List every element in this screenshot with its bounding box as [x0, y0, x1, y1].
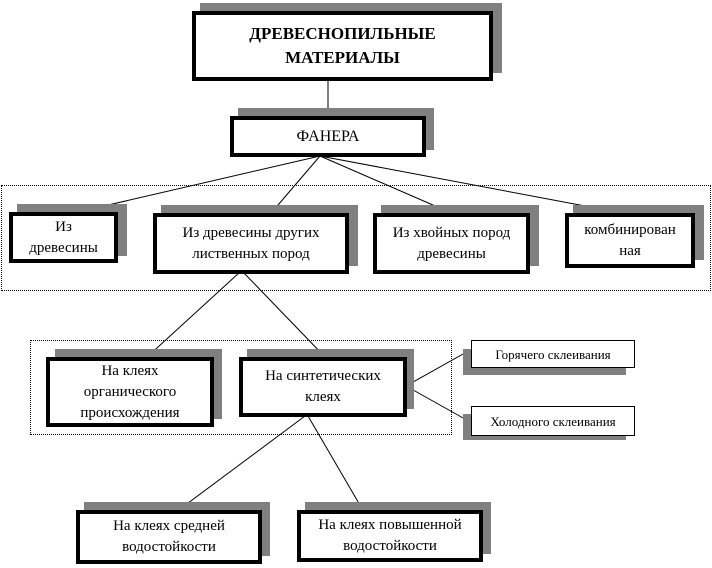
- wood-type-node-4: комбинирован ная: [565, 213, 695, 268]
- wood-type-label-3: Из хвойных пород древесины: [392, 224, 511, 262]
- hot-bonding-label: Горячего склеивания: [495, 346, 611, 362]
- medium-water-resistance-node: На клеях средней водостойкости: [76, 510, 262, 564]
- high-water-resistance-label: На клеях повышенной водостойкости: [318, 517, 462, 554]
- connector-fanera-wood2: [271, 155, 321, 213]
- wood-type-node-1: Из древесины: [9, 212, 118, 263]
- connector-glue2-medium: [175, 415, 306, 513]
- connector-wood2-glue1: [145, 271, 241, 359]
- cold-bonding-node: Холодного склеивания: [471, 406, 635, 436]
- connector-wood2-glue2: [242, 271, 327, 359]
- glue-type-group: [30, 340, 452, 435]
- connector-fanera-wood4: [319, 155, 618, 213]
- cold-bonding-label: Холодного склеивания: [490, 413, 616, 429]
- fanera-node: ФАНЕРА: [230, 116, 426, 157]
- glue-type-label-1: На клеях органического происхождения: [80, 362, 180, 421]
- high-water-resistance-node: На клеях повышенной водостойкости: [297, 510, 483, 562]
- hot-bonding-node: Горячего склеивания: [471, 340, 635, 368]
- root-label: ДРЕВЕСНОПИЛЬНЫЕ МАТЕРИАЛЫ: [249, 24, 436, 67]
- fanera-label: ФАНЕРА: [296, 128, 360, 145]
- connector-glue2-hot: [405, 348, 473, 387]
- glue-type-label-2: На синтетических клеях: [265, 368, 381, 405]
- wood-type-label-2: Из древесины других лиственных пород: [182, 224, 320, 262]
- medium-water-resistance-label: На клеях средней водостойкости: [113, 518, 225, 555]
- connector-fanera-wood1: [77, 155, 321, 213]
- wood-type-label-4: комбинирован ная: [584, 221, 676, 259]
- glue-type-node-2: На синтетических клеях: [239, 357, 407, 417]
- root-node: ДРЕВЕСНОПИЛЬНЫЕ МАТЕРИАЛЫ: [192, 11, 493, 81]
- connector-fanera-wood3: [319, 155, 450, 213]
- connector-glue2-high: [307, 415, 365, 513]
- wood-type-node-3: Из хвойных пород древесины: [373, 213, 530, 274]
- wood-type-group: [1, 185, 711, 291]
- wood-type-node-2: Из древесины других лиственных пород: [153, 213, 349, 274]
- wood-type-label-1: Из древесины: [29, 218, 98, 256]
- connector-glue2-cold: [405, 385, 473, 424]
- glue-type-node-1: На клеях органического происхождения: [46, 357, 214, 427]
